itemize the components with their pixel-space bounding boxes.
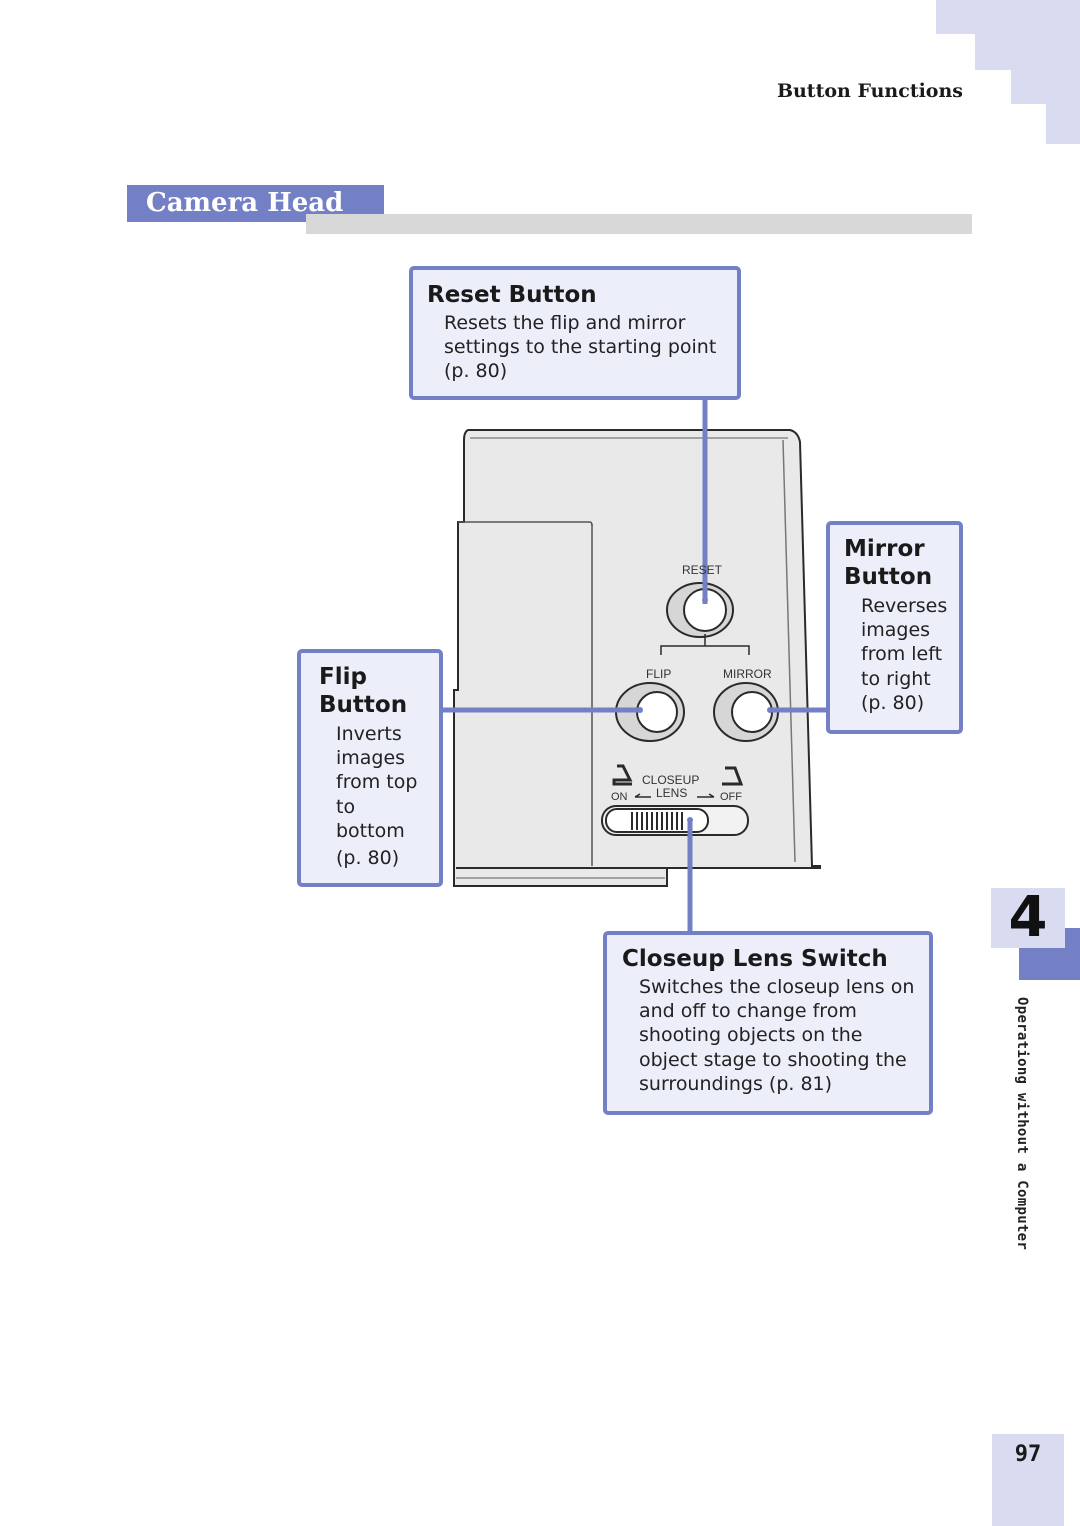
closeup-off-icon: [722, 766, 744, 786]
closeup-line: object stage to shooting the: [639, 1048, 907, 1071]
mirror-title-line: Mirror: [844, 536, 925, 562]
lens-label: LENS: [656, 786, 688, 800]
page-number-tab: [992, 1434, 1064, 1526]
reset-leader-dot: [702, 597, 708, 603]
mirror-label: MIRROR: [723, 667, 772, 681]
mirror-leader-dot: [767, 707, 773, 713]
flip-line: images: [336, 747, 406, 770]
device-right-edge: [782, 439, 796, 863]
mirror-title-line: Button: [844, 564, 933, 590]
title-rule: [306, 214, 972, 234]
closeup-line: shooting objects on the: [639, 1024, 863, 1047]
reset-callout-body: Resets the flip and mirror settings to t…: [427, 311, 737, 384]
button-group-bracket: [660, 634, 750, 655]
reset-button-graphic: [666, 582, 734, 638]
chapter-title: Operationg without a Computer: [1014, 997, 1030, 1251]
device-body: [453, 429, 821, 887]
reset-callout: Reset Button Resets the flip and mirror …: [409, 266, 741, 400]
on-label: ON: [611, 791, 628, 803]
mirror-callout-title: Mirror Button: [844, 535, 959, 591]
flip-leader-dot: [637, 707, 643, 713]
flip-title-line: Flip: [319, 664, 367, 690]
mirror-line: to right: [861, 667, 931, 690]
mirror-line: Reverses: [861, 595, 948, 617]
page-number: 97: [1014, 1442, 1042, 1467]
corner-tab-4: [1046, 0, 1080, 144]
flip-line: from top: [336, 771, 418, 794]
closeup-line: and off to change from: [639, 1000, 857, 1023]
mirror-callout-body: Reverses images from left to right (p. 8…: [844, 594, 959, 715]
flip-button-graphic: [615, 682, 685, 742]
flip-callout: Flip Button Inverts images from top to b…: [297, 649, 443, 887]
leader-lines: [443, 398, 828, 934]
flip-callout-title: Flip Button: [319, 663, 439, 719]
closeup-switch-graphic: [601, 805, 749, 836]
closeup-callout: Closeup Lens Switch Switches the closeup…: [603, 931, 933, 1115]
flip-title-line: Button: [319, 692, 408, 718]
mirror-button-graphic: [713, 682, 779, 742]
flip-line: (p. 80): [336, 847, 400, 870]
closeup-callout-title: Closeup Lens Switch: [622, 946, 888, 972]
mirror-line: images: [861, 619, 931, 642]
reset-line: settings to the starting point: [444, 336, 717, 359]
mirror-line: (p. 80): [861, 691, 925, 714]
flip-line: to: [336, 795, 356, 818]
closeup-leader-dot: [687, 817, 693, 823]
chapter-number: 4: [991, 888, 1065, 948]
flip-line: bottom: [336, 819, 405, 842]
reset-line: (p. 80): [444, 360, 508, 383]
flip-label: FLIP: [646, 667, 672, 681]
closeup-label: CLOSEUP: [642, 773, 700, 787]
flip-line: Inverts: [336, 723, 402, 745]
reset-label: RESET: [682, 563, 723, 577]
reset-line: Resets the flip and mirror: [444, 312, 686, 334]
off-label: OFF: [720, 791, 742, 803]
section-heading: Button Functions: [776, 80, 963, 102]
flip-callout-body: Inverts images from top to bottom (p. 80…: [319, 722, 439, 870]
device-left-panel: [458, 521, 593, 527]
closeup-on-icon: [612, 764, 633, 786]
arrow-right-icon: [697, 793, 715, 798]
arrow-left-icon: [634, 793, 651, 798]
mirror-callout: Mirror Button Reverses images from left …: [826, 521, 963, 734]
closeup-line: Switches the closeup lens on: [639, 976, 915, 998]
reset-callout-title: Reset Button: [427, 282, 597, 308]
closeup-callout-body: Switches the closeup lens on and off to …: [622, 975, 929, 1096]
mirror-line: from left: [861, 643, 943, 666]
closeup-line: surroundings (p. 81): [639, 1072, 833, 1095]
